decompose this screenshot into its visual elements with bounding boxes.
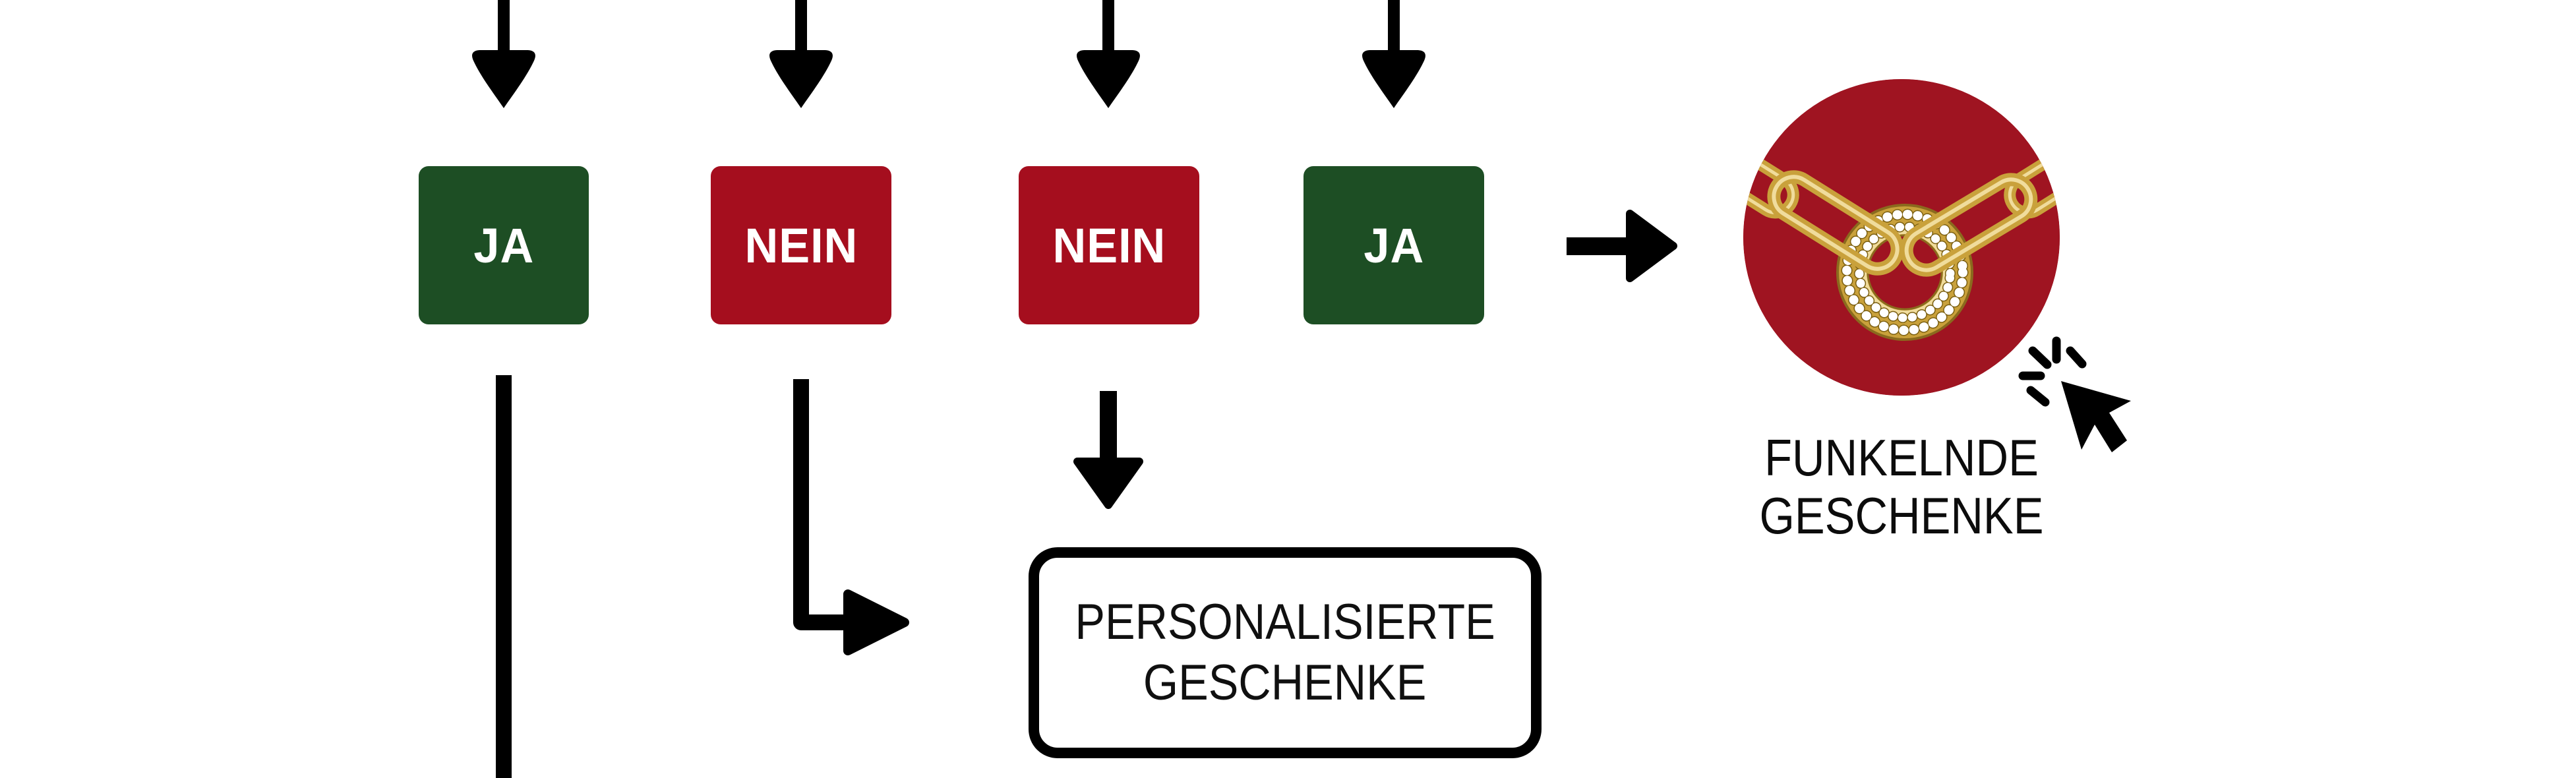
outcome-box: PERSONALISIERTE GESCHENKE [1029,547,1542,758]
necklace-illustration [1743,79,2060,396]
elbow-arrow-icon [793,379,909,655]
answer-box-label: JA [473,218,534,273]
click-burst [2018,336,2087,407]
down-arrow-icon [472,0,535,108]
answer-box-ja-1: JA [419,166,589,324]
result-label: FUNKELNDE GESCHENKE [1727,429,2076,545]
down-arrow-icon [1362,0,1425,108]
result-label-line2: GESCHENKE [1759,487,2044,545]
outcome-box-line2: GESCHENKE [1143,655,1427,711]
necklace-medallion-image[interactable] [1743,79,2060,396]
answer-box-ja-2: JA [1303,166,1484,324]
cursor-arrow [2061,381,2131,452]
vertical-connector-line [496,375,512,778]
right-arrow-icon [1567,210,1677,282]
down-arrow-icon [1073,391,1143,509]
answer-box-label: NEIN [1052,218,1166,273]
answer-box-nein-2: NEIN [1019,166,1199,324]
result-label-line1: FUNKELNDE [1764,429,2039,487]
answer-box-nein-1: NEIN [711,166,891,324]
cursor-click-icon [2018,336,2131,452]
outcome-box-line1: PERSONALISIERTE [1075,594,1495,650]
answer-box-label: NEIN [744,218,858,273]
down-arrow-icon [1077,0,1140,108]
pave-ring [1836,204,1973,341]
answer-box-label: JA [1363,218,1424,273]
down-arrow-icon [769,0,833,108]
